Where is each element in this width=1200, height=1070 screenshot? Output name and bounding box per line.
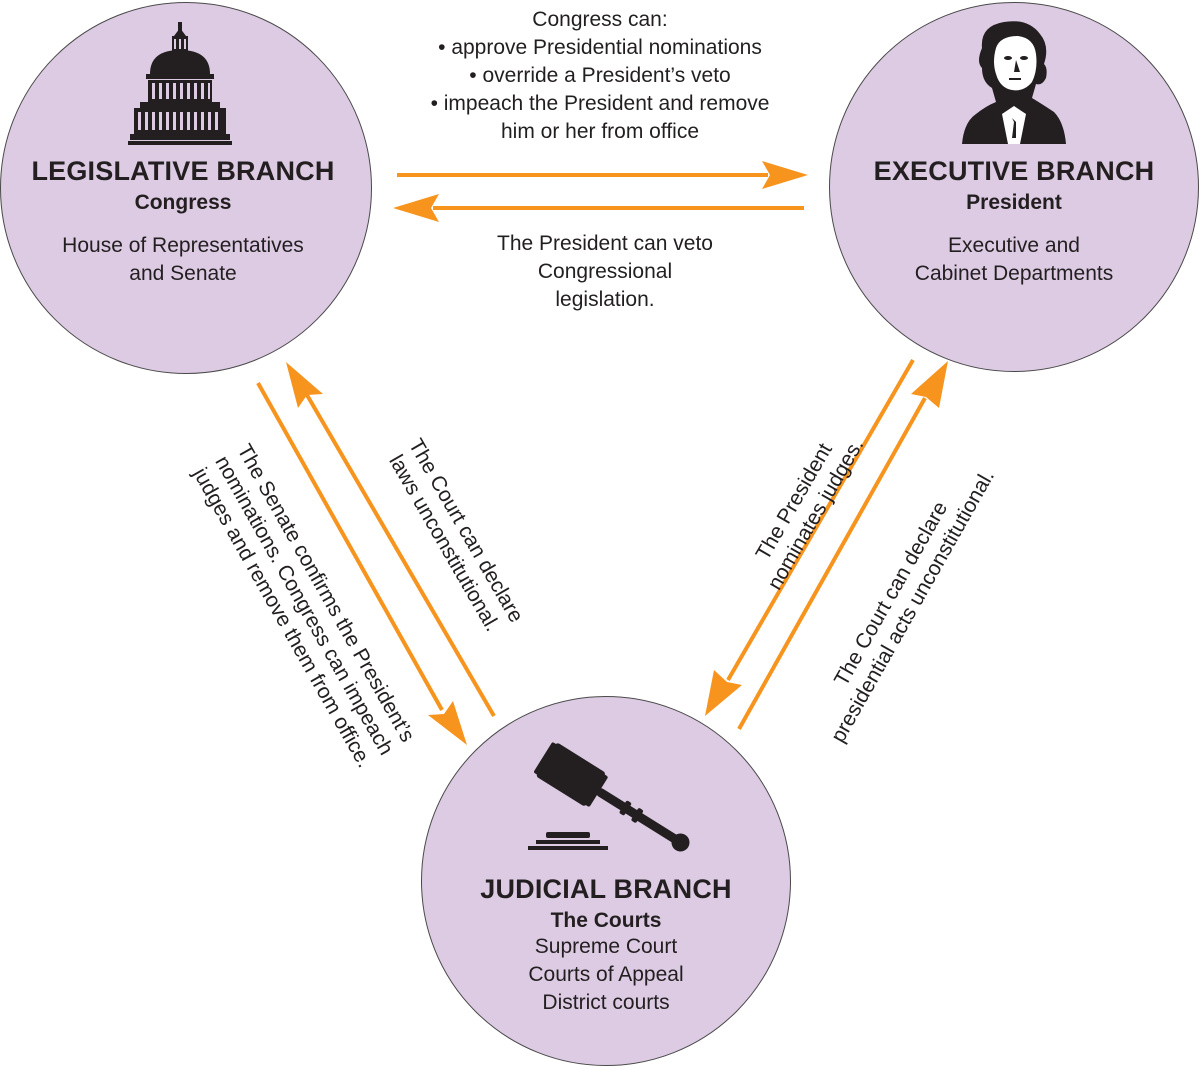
arrowhead-exec-to-leg: [393, 194, 439, 222]
judicial-title: JUDICIAL BRANCH: [480, 874, 732, 904]
george-washington-portrait-icon: [962, 21, 1066, 144]
legislative-subtitle: Congress: [134, 191, 232, 214]
arrow-jud-to-exec: [737, 397, 927, 730]
judicial-text: JUDICIAL BRANCH The Courts Supreme Court…: [421, 874, 791, 1017]
legislative-text: LEGISLATIVE BRANCH Congress House of Rep…: [0, 156, 366, 288]
judicial-desc-line2: Courts of Appeal: [528, 963, 684, 986]
arrowhead-exec-to-jud: [705, 670, 742, 716]
judicial-desc-line3: District courts: [542, 991, 670, 1014]
executive-title: EXECUTIVE BRANCH: [873, 156, 1155, 186]
note-congress-can: Congress can: • approve Presidential nom…: [400, 6, 800, 146]
judicial-subtitle: The Courts: [550, 909, 662, 932]
arrowhead-leg-to-jud: [428, 701, 467, 745]
legislative-desc-line1: House of Representatives: [62, 234, 304, 257]
legislative-desc-line2: and Senate: [129, 262, 237, 285]
note-president-veto-line1: The President can veto: [497, 232, 713, 255]
arrowhead-jud-to-leg: [286, 362, 323, 408]
note-congress-can-line3: • override a President’s veto: [469, 64, 731, 87]
note-congress-can-line4: • impeach the President and remove: [430, 92, 770, 115]
note-congress-can-line2: • approve Presidential nominations: [438, 36, 762, 59]
executive-desc-line1: Executive and: [948, 234, 1080, 257]
note-congress-can-line1: Congress can:: [532, 8, 668, 31]
arrow-exec-to-jud: [726, 358, 915, 682]
arrowhead-leg-to-exec: [762, 161, 808, 189]
judicial-desc-line1: Supreme Court: [534, 935, 678, 958]
arrowhead-jud-to-exec: [911, 361, 948, 408]
gavel-icon: [528, 742, 690, 852]
judicial-circle: [421, 696, 791, 1066]
arrow-leg-to-jud: [256, 382, 444, 711]
executive-desc-line2: Cabinet Departments: [914, 262, 1114, 285]
note-congress-can-line5: him or her from office: [500, 120, 699, 143]
capitol-dome-icon: [128, 22, 232, 145]
note-president-veto-line3: legislation.: [555, 288, 655, 311]
note-president-veto: The President can veto Congressional leg…: [455, 230, 755, 314]
legislative-title: LEGISLATIVE BRANCH: [31, 156, 335, 186]
executive-subtitle: President: [966, 191, 1062, 214]
note-president-veto-line2: Congressional: [537, 260, 673, 283]
arrow-jud-to-leg: [305, 393, 496, 718]
executive-text: EXECUTIVE BRANCH President Executive and…: [829, 156, 1199, 288]
